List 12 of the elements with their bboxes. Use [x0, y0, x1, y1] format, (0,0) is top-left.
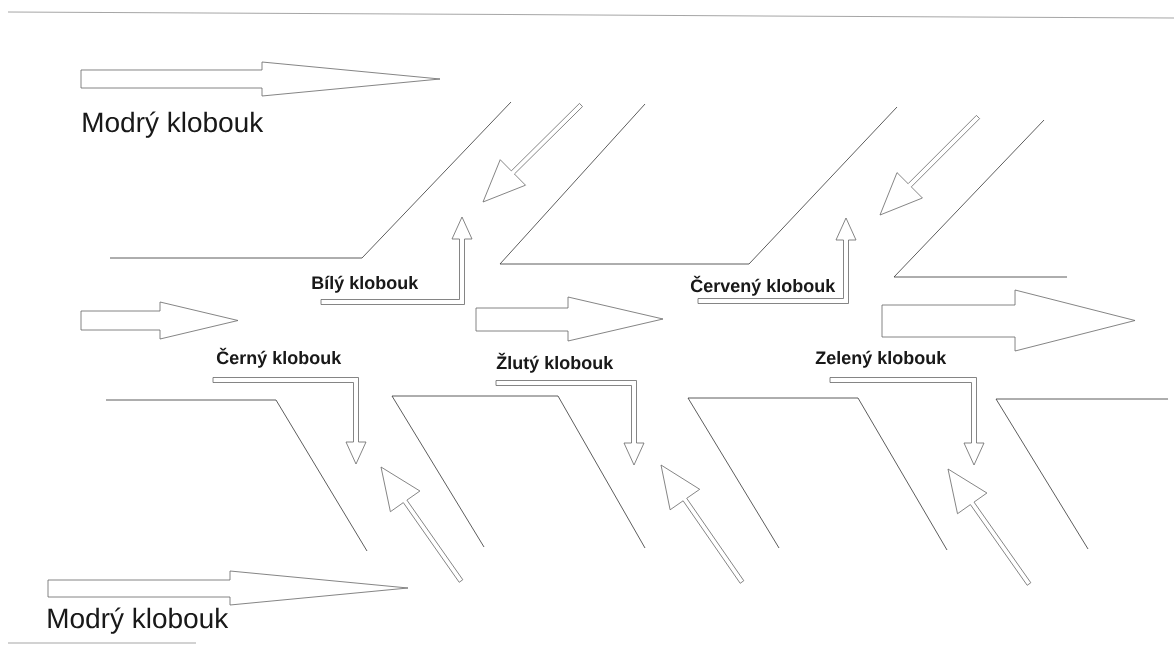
hat-label: Bílý klobouk	[312, 275, 419, 293]
bent-arrow	[829, 377, 985, 466]
hat-label: Zelený klobouk	[815, 350, 947, 368]
hat-caption: Modrý klobouk	[48, 607, 229, 634]
bent-arrow	[212, 377, 367, 465]
hat-label: Žlutý klobouk	[496, 352, 614, 373]
hat-label: Červený klobouk	[690, 275, 836, 296]
hat-caption: Modrý klobouk	[83, 111, 264, 138]
bent-arrow	[697, 217, 857, 304]
bent-arrow	[320, 216, 473, 305]
hat-label: Černý klobouk	[216, 347, 342, 368]
bent-arrow	[495, 380, 645, 466]
